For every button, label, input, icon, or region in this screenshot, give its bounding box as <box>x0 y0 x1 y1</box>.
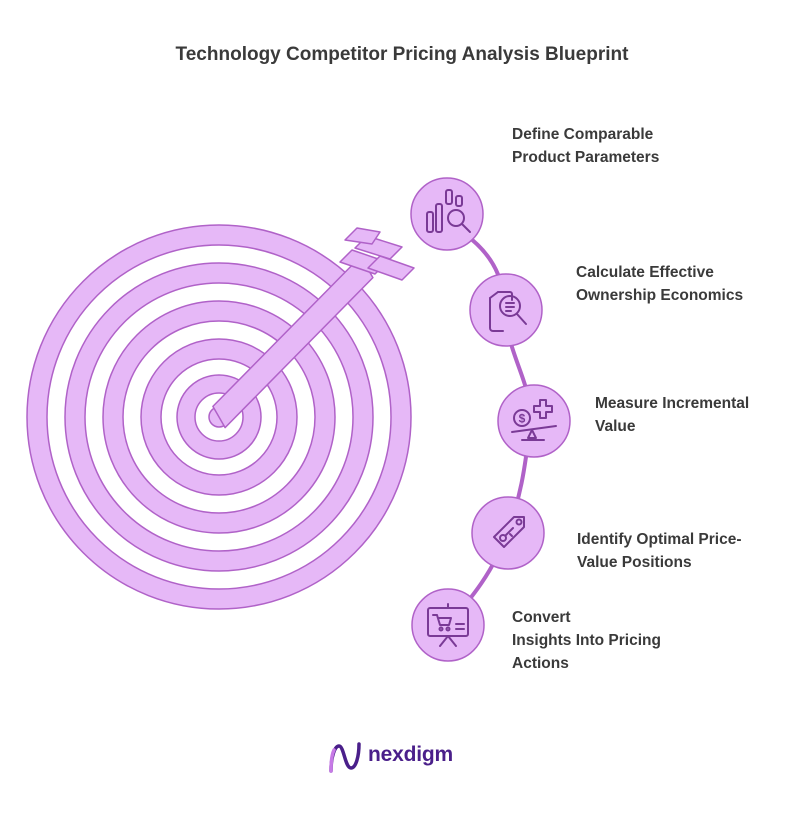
step-5-line-1: Convert <box>512 609 571 626</box>
nexdigm-logo-icon <box>329 742 361 773</box>
value-balance-icon: $ <box>511 399 557 441</box>
step-label-1: Define Comparable Product Parameters <box>512 123 659 169</box>
step-5-line-2: Insights Into Pricing <box>512 632 661 649</box>
step-circle-1 <box>410 177 484 251</box>
step-1-line-1: Define Comparable <box>512 126 654 143</box>
step-circle-3 <box>497 384 571 458</box>
step-3-line-1: Measure Incremental <box>595 395 750 412</box>
svg-text:$: $ <box>519 412 526 426</box>
brand-logo: nexdigm <box>325 738 485 778</box>
step-2-line-2: Ownership Economics <box>576 287 744 304</box>
target-ring-3 <box>102 300 336 534</box>
step-label-4: Identify Optimal Price- Value Positions <box>577 528 742 574</box>
arrow-fletching-3 <box>367 255 415 281</box>
step-3-line-2: Value <box>595 418 636 435</box>
step-2-line-1: Calculate Effective <box>576 264 714 281</box>
step-4-line-1: Identify Optimal Price- <box>577 531 742 548</box>
cart-presentation-icon <box>427 603 469 647</box>
step-4-line-2: Value Positions <box>577 554 692 571</box>
arrow-icon <box>212 227 415 429</box>
product-comparison-icon <box>426 189 471 233</box>
target-ring-2 <box>64 262 374 572</box>
step-label-5: Convert Insights Into Pricing Actions <box>512 606 661 675</box>
step-label-3: Measure Incremental Value <box>595 392 749 438</box>
arrow-shaft <box>212 255 374 429</box>
document-search-icon <box>489 291 527 332</box>
step-label-2: Calculate Effective Ownership Economics <box>576 261 743 307</box>
target-ring-outer <box>26 224 412 610</box>
price-tag-icon <box>493 516 525 548</box>
page-title: Technology Competitor Pricing Analysis B… <box>175 44 629 65</box>
target-ring-4 <box>140 338 298 496</box>
brand-name: nexdigm <box>368 743 453 766</box>
step-1-line-2: Product Parameters <box>512 149 660 166</box>
step-circles <box>410 177 571 662</box>
step-5-line-3: Actions <box>512 655 569 672</box>
arrow-fletching-4 <box>344 227 381 245</box>
